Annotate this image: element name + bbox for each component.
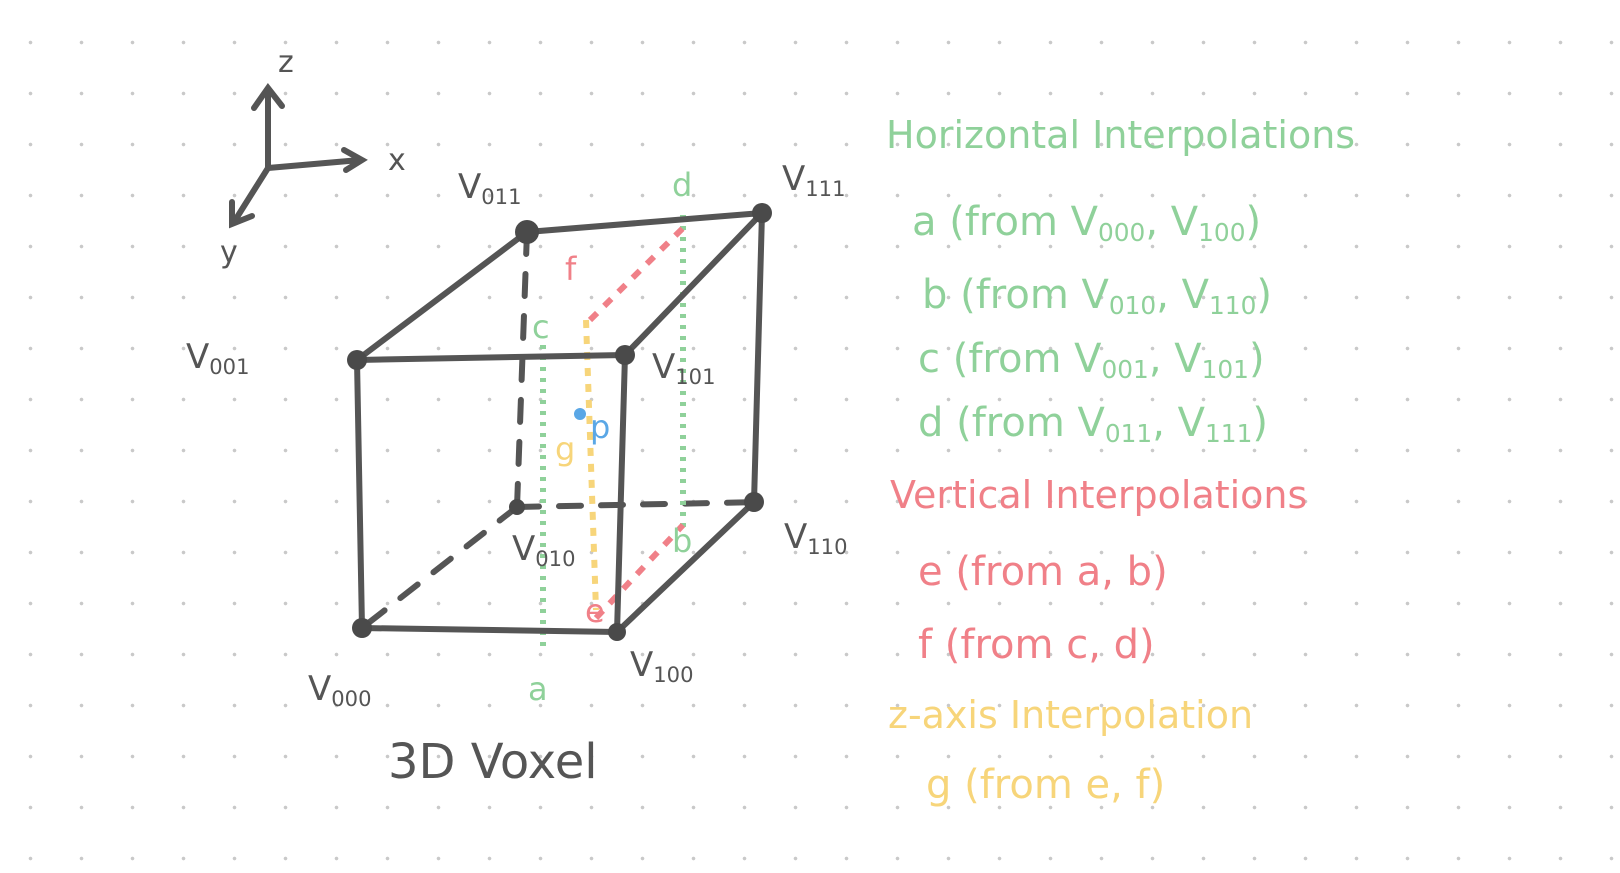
legend-zaxis-title: z-axis Interpolation xyxy=(888,693,1253,737)
label-v011: V011 xyxy=(458,167,522,209)
vertex-v000 xyxy=(352,618,372,638)
interpolation-lines xyxy=(540,215,686,650)
axes-indicator: z x y xyxy=(220,45,406,270)
x-axis-arrow xyxy=(265,147,368,173)
edge-v101-v100 xyxy=(614,352,628,635)
vertex-v010 xyxy=(509,499,525,515)
point-f-label: f xyxy=(565,250,577,288)
point-p-dot xyxy=(574,408,586,420)
edge-v000-v100 xyxy=(359,625,620,635)
legend-item-g: g (from e, f) xyxy=(926,762,1165,808)
label-v010: V010 xyxy=(512,529,576,571)
label-v000: V000 xyxy=(308,669,372,711)
label-v110: V110 xyxy=(784,517,848,559)
line-g xyxy=(583,319,599,611)
line-e-depth xyxy=(593,522,686,621)
point-c-label: c xyxy=(532,308,550,346)
label-v100: V100 xyxy=(630,645,694,687)
legend-vertical-title: Vertical Interpolations xyxy=(890,473,1307,517)
vertex-v001 xyxy=(347,350,367,370)
line-f-depth xyxy=(587,225,686,323)
vertex-v111 xyxy=(752,203,772,223)
legend-zaxis: z-axis Interpolation g (from e, f) xyxy=(888,693,1253,808)
edge-v111-v110 xyxy=(751,210,765,505)
legend-item-f: f (from c, d) xyxy=(918,622,1155,668)
vertex-labels: V000 V100 V010 V110 V001 V101 V011 V111 xyxy=(186,159,848,711)
hidden-edge-v010-v110 xyxy=(514,499,765,510)
legend-item-e: e (from a, b) xyxy=(918,549,1168,595)
vertex-dots xyxy=(347,203,772,641)
point-e-label: e xyxy=(585,592,605,630)
label-v001: V001 xyxy=(186,337,250,379)
vertex-v110 xyxy=(744,492,764,512)
edge-v001-v011 xyxy=(354,229,530,363)
cube-visible-edges xyxy=(354,210,765,635)
edge-v001-v101 xyxy=(354,352,628,363)
z-axis-label: z xyxy=(278,45,294,80)
point-labels: a b c d e f g p xyxy=(528,166,692,708)
y-axis-arrow xyxy=(229,165,271,229)
y-axis-label: y xyxy=(220,235,238,270)
label-v111: V111 xyxy=(782,159,846,201)
vertex-v011 xyxy=(515,220,539,244)
point-p-label: p xyxy=(590,408,610,446)
edge-v011-v111 xyxy=(524,210,765,235)
point-b-label: b xyxy=(672,522,692,560)
hidden-edge-v011-v010 xyxy=(514,229,530,510)
legend-item-a: a (from V000, V100) xyxy=(912,199,1261,247)
edge-v101-v111 xyxy=(622,210,765,358)
point-d-label: d xyxy=(672,166,692,204)
edge-v001-v000 xyxy=(354,357,365,631)
legend-item-c: c (from V001, V101) xyxy=(918,336,1265,384)
x-axis-label: x xyxy=(388,143,406,178)
legend-horizontal: Horizontal Interpolations a (from V000, … xyxy=(886,113,1355,448)
edge-v100-v110 xyxy=(614,499,757,635)
cube-hidden-edges xyxy=(359,229,765,631)
point-a-label: a xyxy=(528,670,548,708)
diagram-caption: 3D Voxel xyxy=(388,734,598,790)
legend-item-b: b (from V010, V110) xyxy=(922,272,1272,320)
vertex-v100 xyxy=(608,623,626,641)
label-v101: V101 xyxy=(652,347,716,389)
vertex-v101 xyxy=(615,345,635,365)
point-g-label: g xyxy=(555,430,575,468)
legend-horizontal-title: Horizontal Interpolations xyxy=(886,113,1355,157)
legend-vertical: Vertical Interpolations e (from a, b) f … xyxy=(890,473,1307,668)
hidden-edge-v010-v000 xyxy=(359,504,520,631)
legend-item-d: d (from V011, V111) xyxy=(918,400,1268,448)
z-axis-arrow xyxy=(251,82,285,171)
